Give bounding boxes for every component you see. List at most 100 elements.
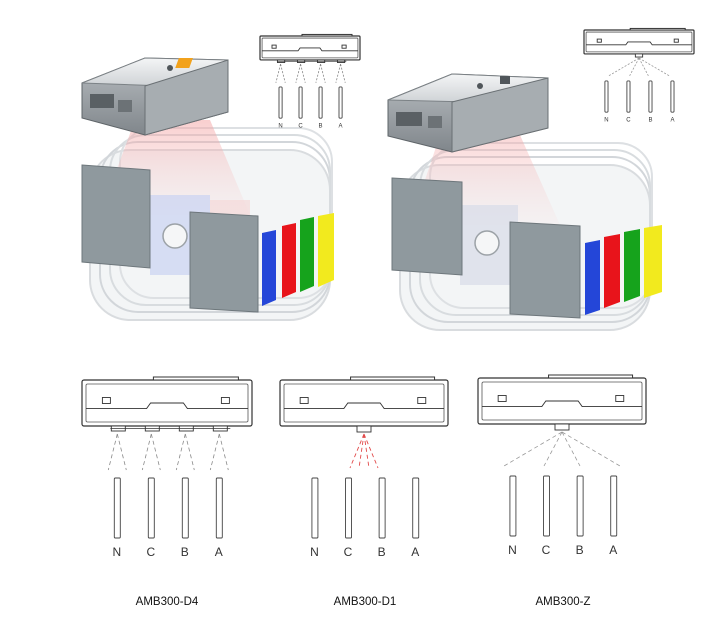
detection-beam <box>275 63 281 83</box>
busbar-b-z <box>624 229 640 302</box>
busbar-label-c: C <box>542 543 552 557</box>
detection-beam <box>150 433 161 471</box>
model-caption-z: AMB300-Z <box>536 596 591 608</box>
sensor-housing-inner <box>85 383 249 423</box>
busbar-a <box>412 477 420 539</box>
model-caption-d4: AMB300-D4 <box>136 596 199 608</box>
mount-window-left <box>299 397 309 404</box>
busbar-label-c: C <box>626 118 631 124</box>
sensor-body-contour <box>586 41 692 46</box>
busbar-label-a: A <box>215 545 224 559</box>
busbar-label-a: A <box>609 543 618 557</box>
busbar-a <box>610 475 618 537</box>
busbar-label-n: N <box>112 545 122 559</box>
busbar-a <box>318 213 334 287</box>
mount-window-right <box>615 395 625 402</box>
sensor-housing-inner <box>585 31 693 53</box>
mount-window-left <box>271 44 277 49</box>
busbar-c-z <box>604 234 620 308</box>
sensor-housing-inner <box>283 383 445 423</box>
busbar-b <box>318 86 323 119</box>
busbar-b <box>648 80 653 113</box>
busbar-a <box>338 86 343 119</box>
detection-beam <box>340 63 346 83</box>
busbar-b <box>576 475 584 537</box>
mount-window-left <box>101 397 111 404</box>
busbar-label-a: A <box>339 124 343 130</box>
sensor-body-contour <box>86 402 248 409</box>
busbar-label-a: A <box>670 118 674 124</box>
sensor-housing-lip <box>301 33 353 37</box>
busbar-label-n: N <box>508 543 518 557</box>
detection-beam <box>320 63 326 83</box>
detection-beam <box>315 63 321 83</box>
detection-beam <box>107 433 118 471</box>
busbar-label-n: N <box>278 124 282 130</box>
mount-window-left <box>596 38 602 43</box>
detection-beam <box>363 433 370 469</box>
sensor-device-render <box>81 57 229 136</box>
busbar-label-n: N <box>310 545 320 559</box>
sensor-housing-lip <box>152 376 239 381</box>
busbar-label-b: B <box>648 118 652 124</box>
detection-beam <box>184 433 195 471</box>
sensor-housing-inner <box>481 381 643 421</box>
busbar-assembly-render-z <box>387 73 662 331</box>
model-caption-d1: AMB300-D1 <box>334 596 397 608</box>
mount-window-right <box>417 397 427 404</box>
busbar-label-n: N <box>604 118 608 124</box>
sensor-housing-lip <box>629 27 686 31</box>
sensor-head <box>634 53 644 58</box>
busbar-n <box>311 477 319 539</box>
busbar-c <box>626 80 631 113</box>
detection-beam <box>218 433 229 471</box>
sensor-body-contour <box>482 400 642 407</box>
sensor-housing-lip <box>548 374 634 379</box>
busbar-label-c: C <box>344 545 354 559</box>
busbar-c <box>543 475 550 537</box>
mount-window-right <box>220 397 230 404</box>
detection-beam <box>141 433 152 471</box>
detection-beam <box>503 431 563 467</box>
sensor-body-contour <box>262 47 358 52</box>
detection-beam <box>300 63 306 83</box>
busbar-a-z <box>644 225 662 298</box>
busbar-assembly-render-d4 <box>81 57 334 321</box>
sensor-housing-inner <box>261 37 359 59</box>
busbar-label-b: B <box>181 545 190 559</box>
mount-window-right <box>341 44 347 49</box>
busbar-label-c: C <box>298 124 303 130</box>
mount-window-right <box>673 38 679 43</box>
detection-beam <box>175 433 186 471</box>
busbar-a <box>670 80 675 113</box>
detection-beam <box>349 433 365 469</box>
busbar-n <box>509 475 517 537</box>
busbar-label-a: A <box>411 545 420 559</box>
detection-beam <box>280 63 286 83</box>
detection-beam <box>295 63 301 83</box>
busbar-n <box>278 86 283 119</box>
busbar-label-c: C <box>146 545 156 559</box>
detection-beam <box>116 433 127 471</box>
detection-beam <box>358 433 365 469</box>
busbar-n <box>604 80 609 113</box>
busbar-b <box>181 477 189 539</box>
busbar-n <box>113 477 121 539</box>
busbar-a <box>215 477 223 539</box>
sensor-body-contour <box>284 402 444 409</box>
detection-beam <box>561 431 621 467</box>
busbar-c <box>345 477 352 539</box>
busbar-c <box>147 477 155 539</box>
busbar-label-b: B <box>576 543 585 557</box>
sensor-head <box>356 425 372 433</box>
busbar-c <box>298 86 303 119</box>
busbar-b <box>378 477 386 539</box>
detection-beam <box>363 433 379 469</box>
detection-beam <box>335 63 341 83</box>
busbar-n <box>262 230 276 306</box>
